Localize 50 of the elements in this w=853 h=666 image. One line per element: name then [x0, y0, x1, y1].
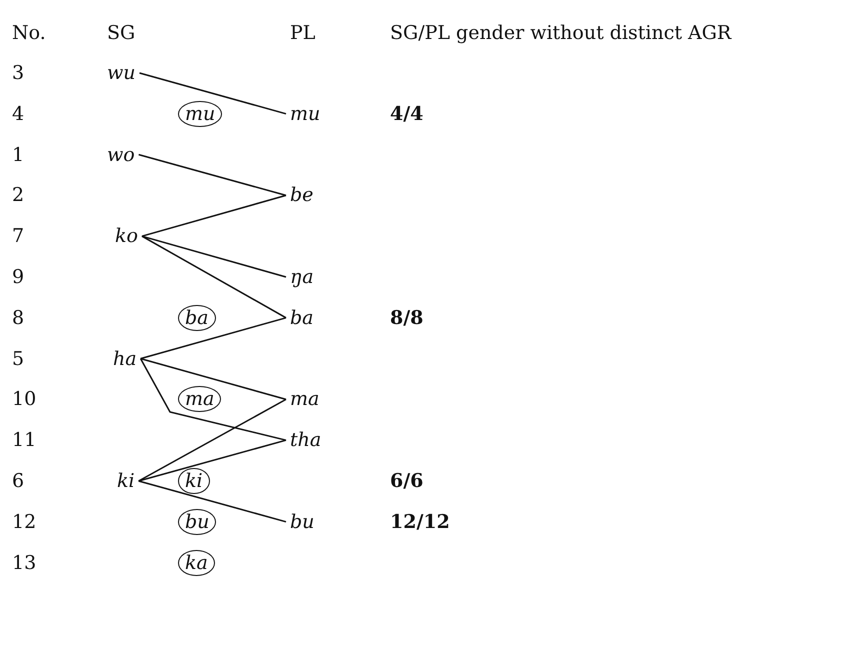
connector-line: [140, 317, 286, 360]
gender-ratio: 4/4: [390, 102, 424, 127]
word-form: wo: [107, 142, 135, 168]
row-number: 13: [12, 550, 36, 576]
connector-line: [142, 236, 286, 318]
circled-form: ma: [178, 386, 222, 412]
word-form: be: [290, 182, 314, 208]
row-number: 4: [12, 102, 24, 127]
word-form: ko: [115, 223, 138, 250]
circled-form: ki: [178, 468, 210, 494]
connector-line: [138, 154, 286, 196]
connector-line: [140, 358, 286, 441]
gender-ratio: 6/6: [390, 469, 424, 494]
circled-form: ka: [178, 550, 215, 576]
row-number: 12: [12, 510, 36, 535]
row-number: 2: [12, 183, 24, 208]
connector-line: [138, 398, 286, 482]
row-number: 1: [12, 142, 24, 168]
row-number: 5: [12, 346, 24, 372]
row-number: 6: [12, 469, 24, 494]
column-header: PL: [290, 21, 316, 46]
word-form: ŋa: [290, 264, 314, 290]
row-number: 11: [12, 428, 36, 454]
row-number: 10: [12, 387, 36, 412]
row-number: 3: [12, 61, 24, 86]
connector-line: [142, 194, 286, 237]
word-form: wu: [107, 60, 136, 86]
connector-line: [138, 439, 286, 482]
circled-form: ba: [178, 304, 216, 331]
row-number: 9: [12, 265, 24, 290]
connector-line: [139, 72, 286, 115]
row-number: 8: [12, 306, 24, 331]
word-form: mu: [290, 100, 320, 127]
connector-line: [140, 358, 286, 400]
gender-ratio: 12/12: [390, 510, 450, 535]
word-form: bu: [290, 508, 314, 535]
word-form: tha: [290, 427, 322, 454]
connector-line: [142, 235, 286, 278]
circled-form: mu: [178, 100, 222, 127]
connector-line: [138, 480, 286, 523]
column-header: SG/PL gender without distinct AGR: [390, 21, 732, 46]
column-header: SG: [107, 21, 136, 46]
column-header: No.: [12, 21, 46, 46]
word-form: ma: [290, 386, 320, 412]
word-form: ha: [113, 346, 137, 372]
gender-ratio: 8/8: [390, 306, 424, 331]
circled-form: bu: [178, 508, 216, 535]
row-number: 7: [12, 224, 24, 250]
word-form: ba: [290, 304, 314, 331]
word-form: ki: [117, 468, 135, 494]
